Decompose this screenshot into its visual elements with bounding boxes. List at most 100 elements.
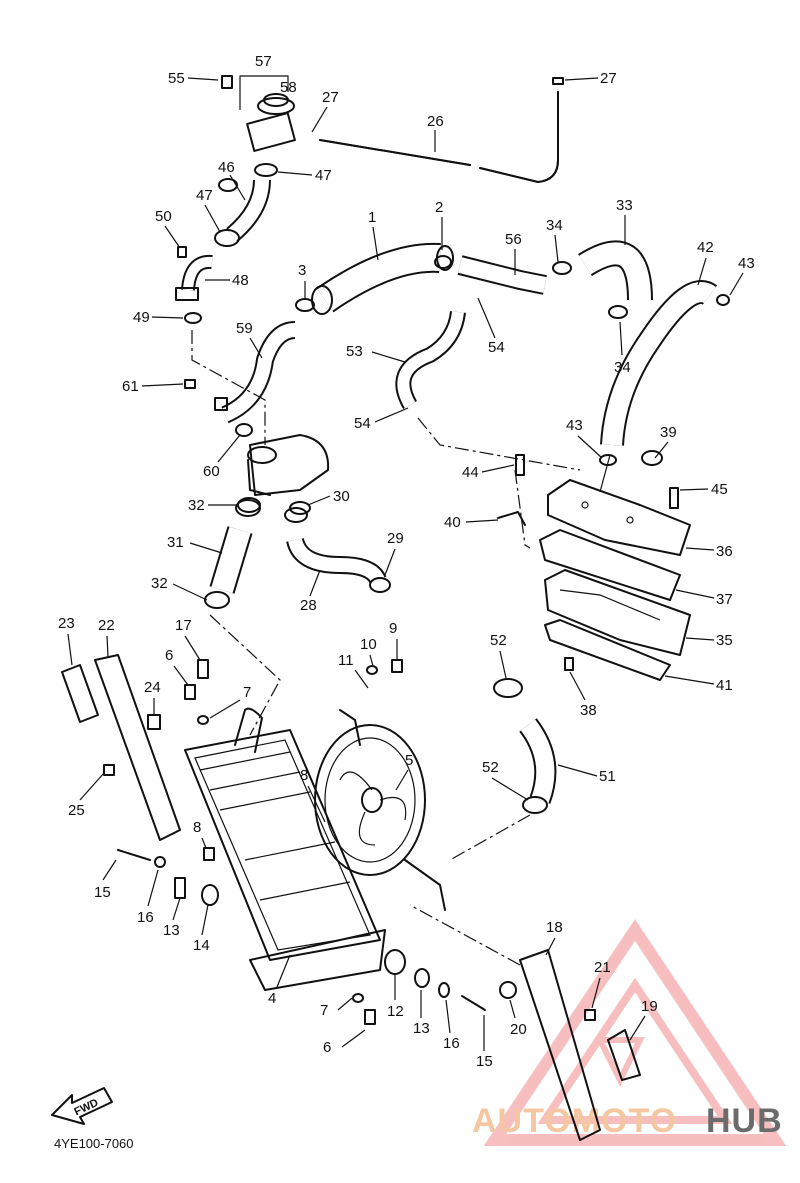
callout-51: 51: [599, 768, 616, 785]
fwd-arrow-icon: FWD: [51, 1087, 113, 1125]
watermark-hub: HUB: [706, 1102, 783, 1140]
pad-19: [607, 1029, 641, 1081]
callout-35: 35: [716, 632, 733, 649]
callout-58: 58: [280, 79, 297, 96]
callout-31: 31: [167, 534, 184, 551]
callout-49: 49: [133, 309, 150, 326]
gasket-41: [544, 619, 671, 681]
callout-32-bottom: 32: [151, 575, 168, 592]
callout-59: 59: [236, 320, 253, 337]
callout-53: 53: [346, 343, 363, 360]
callout-44: 44: [462, 464, 479, 481]
callout-22: 22: [98, 617, 115, 634]
callout-47-left: 47: [196, 187, 213, 204]
callout-57: 57: [255, 53, 272, 70]
callout-55: 55: [168, 70, 185, 87]
callout-47-right: 47: [315, 167, 332, 184]
callout-27-right: 27: [600, 70, 617, 87]
callout-15-left: 15: [94, 884, 111, 901]
callout-34-bottom: 34: [614, 359, 631, 376]
callout-1: 1: [368, 209, 376, 226]
callout-4: 4: [268, 990, 276, 1007]
callout-61: 61: [122, 378, 139, 395]
callout-12: 12: [387, 1003, 404, 1020]
callout-25: 25: [68, 802, 85, 819]
callout-52-bottom: 52: [482, 759, 499, 776]
callout-2: 2: [435, 199, 443, 216]
thermostat-housing: [235, 423, 330, 496]
connection-lines: [191, 330, 611, 966]
callout-9: 9: [389, 620, 397, 637]
callout-20: 20: [510, 1021, 527, 1038]
radiator: [184, 707, 386, 991]
callout-8-left: 8: [193, 819, 201, 836]
callout-42: 42: [697, 239, 714, 256]
hose-31: [204, 499, 261, 609]
callout-54-left: 54: [354, 415, 371, 432]
callout-34-top: 34: [546, 217, 563, 234]
callout-32-top: 32: [188, 497, 205, 514]
hose-56: [457, 255, 547, 295]
hose-1: [311, 242, 454, 315]
callout-30: 30: [333, 488, 350, 505]
callout-13-right: 13: [413, 1020, 430, 1037]
callout-24: 24: [144, 679, 161, 696]
cover-36: [547, 479, 691, 556]
overflow-hose-26: [319, 77, 564, 183]
gasket-37: [539, 529, 681, 601]
callout-48: 48: [232, 272, 249, 289]
filler-cap-assembly: [221, 75, 296, 177]
hose-28: [284, 507, 391, 593]
clamp-52-upper: [493, 678, 523, 698]
callout-39: 39: [660, 424, 677, 441]
bracket-22: [94, 654, 181, 841]
callout-37: 37: [716, 591, 733, 608]
cooling-fan: [314, 709, 446, 911]
callout-45: 45: [711, 481, 728, 498]
watermark-logo: [483, 919, 787, 1146]
small-hardware: [103, 178, 730, 1025]
pipe-48: [175, 254, 213, 324]
callout-52-top: 52: [490, 632, 507, 649]
callout-36: 36: [716, 543, 733, 560]
callout-6-bottom: 6: [323, 1039, 331, 1056]
callout-5: 5: [405, 752, 413, 769]
callout-19: 19: [641, 998, 658, 1015]
callout-14: 14: [193, 937, 210, 954]
callout-labels: 55 57 58 27 27 26 46 47 47 50 48 49 1 2 …: [58, 53, 755, 1070]
callout-3: 3: [298, 262, 306, 279]
callout-38: 38: [580, 702, 597, 719]
hose-46: [214, 179, 271, 247]
callout-16-left: 16: [137, 909, 154, 926]
callout-56: 56: [505, 231, 522, 248]
callout-6-top: 6: [165, 647, 173, 664]
callout-8-right: 8: [300, 767, 308, 784]
callout-26: 26: [427, 113, 444, 130]
callout-15-right: 15: [476, 1053, 493, 1070]
callout-18: 18: [546, 919, 563, 936]
callout-10: 10: [360, 636, 377, 653]
callout-60: 60: [203, 463, 220, 480]
callout-27-top: 27: [322, 89, 339, 106]
callout-33: 33: [616, 197, 633, 214]
plate-23: [61, 664, 99, 723]
callout-16-right: 16: [443, 1035, 460, 1052]
callout-21: 21: [594, 959, 611, 976]
clamp-52-lower: [522, 796, 548, 814]
callout-7-top: 7: [243, 684, 251, 701]
callout-13-left: 13: [163, 922, 180, 939]
callout-50: 50: [155, 208, 172, 225]
hose-33: [578, 240, 653, 301]
callout-23: 23: [58, 615, 75, 632]
callout-46: 46: [218, 159, 235, 176]
diagram-code: 4YE100-7060: [54, 1136, 134, 1151]
bracket-18: [519, 949, 601, 1141]
hose-53: [395, 310, 466, 409]
hose-42: [600, 280, 718, 446]
callout-17: 17: [175, 617, 192, 634]
callout-43-mid: 43: [566, 417, 583, 434]
plate-35: [544, 569, 691, 656]
callout-40: 40: [444, 514, 461, 531]
callout-11: 11: [338, 652, 354, 669]
